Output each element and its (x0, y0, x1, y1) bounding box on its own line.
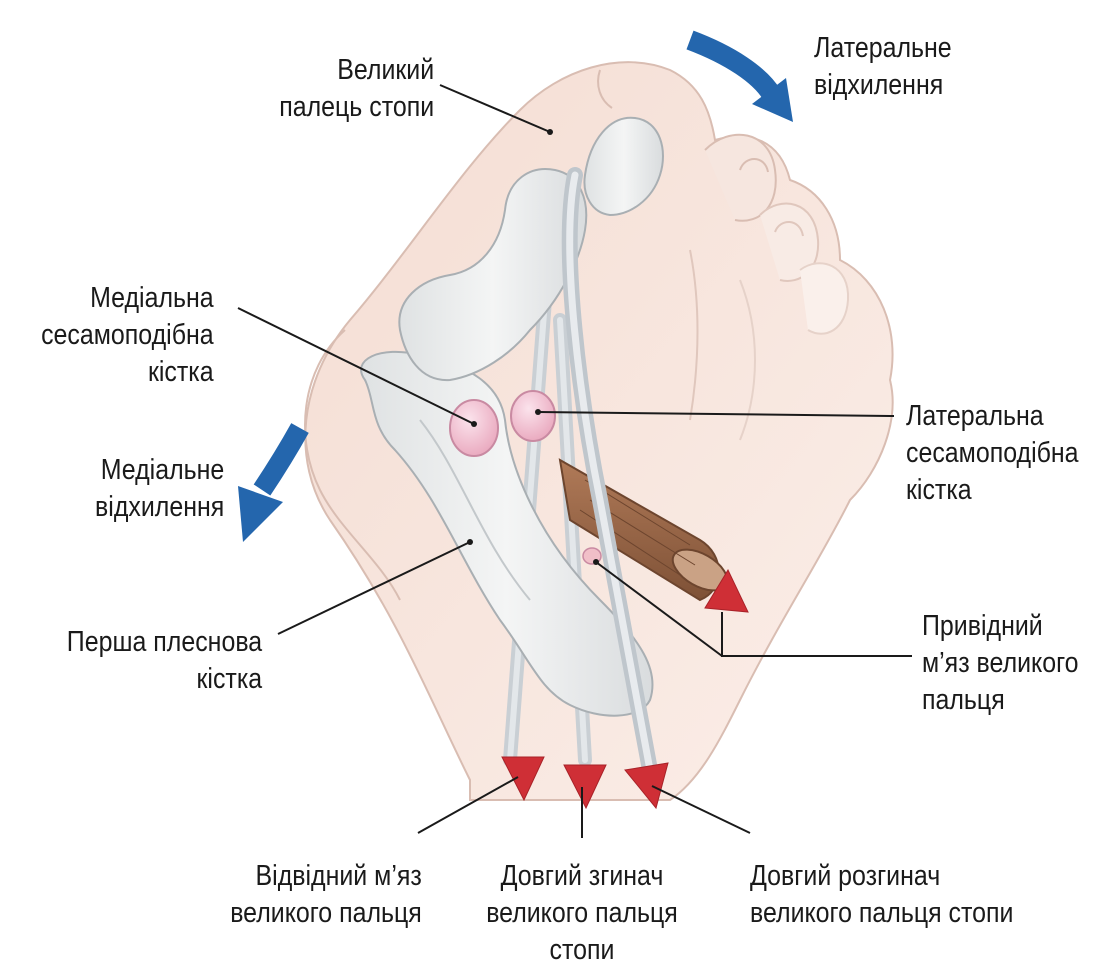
label-lateral-sesamoid-line1: Латеральна (906, 400, 1044, 432)
label-abductor-hallucis-line1: Відвідний м’яз (255, 860, 422, 892)
force-arrows (501, 568, 749, 810)
label-big-toe-line2: палець стопи (279, 91, 434, 123)
label-medial-deviation-line2: відхилення (94, 491, 224, 523)
proximal-phalanx-bone (398, 168, 588, 382)
foot-skin (304, 61, 894, 801)
label-abductor-hallucis: Відвідний м’яз великого пальця (230, 858, 422, 932)
label-big-toe: Великий палець стопи (279, 52, 434, 126)
extensor-tendon (561, 167, 658, 778)
leader-abductor (417, 776, 519, 834)
label-flexor-hallucis-longus: Довгий згинач великого пальця стопи (470, 858, 694, 960)
label-first-metatarsal: Перша плеснова кістка (67, 624, 262, 698)
label-medial-deviation: Медіальне відхилення (95, 452, 224, 526)
first-metatarsal-bone (360, 350, 654, 717)
label-medial-sesamoid-line1: Медіальна (90, 282, 214, 314)
label-first-metatarsal-line1: Перша плеснова (66, 626, 262, 658)
label-extensor-line1: Довгий розгинач (750, 860, 941, 892)
label-big-toe-line1: Великий (337, 54, 434, 86)
leader-lines (237, 84, 912, 838)
label-first-metatarsal-line2: кістка (196, 663, 262, 695)
label-flexor-line2: великого пальця (486, 897, 678, 929)
label-adductor-hallucis-line1: Привідний (922, 610, 1043, 642)
medial-deviation-arrow (238, 423, 309, 542)
lateral-deviation-arrow (686, 30, 793, 122)
label-extensor-line2: великого пальця стопи (750, 897, 1014, 929)
label-lateral-sesamoid-line3: кістка (906, 474, 972, 506)
leader-first-metatarsal (277, 541, 471, 635)
label-adductor-hallucis: Привідний м’яз великого пальця (922, 608, 1079, 719)
medial-sesamoid-bone (449, 399, 499, 457)
label-medial-deviation-line1: Медіальне (100, 454, 224, 486)
label-lateral-sesamoid-line2: сесамоподібна (906, 437, 1079, 469)
leader-medial-sesamoid (237, 307, 475, 425)
label-lateral-deviation: Латеральне відхилення (814, 30, 952, 104)
label-medial-sesamoid: Медіальна сесамоподібна кістка (41, 280, 214, 391)
distal-phalanx-bone (583, 116, 664, 217)
label-medial-sesamoid-line2: сесамоподібна (41, 319, 214, 351)
lateral-sesamoid-bone (510, 390, 556, 442)
label-lateral-deviation-line2: відхилення (814, 69, 944, 101)
leader-adductor (595, 561, 723, 657)
label-flexor-line1: Довгий згинач (500, 860, 664, 892)
label-extensor-hallucis-longus: Довгий розгинач великого пальця стопи (750, 858, 1013, 932)
label-adductor-hallucis-line3: пальця (922, 684, 1005, 716)
leader-lateral-sesamoid (537, 411, 895, 417)
label-lateral-sesamoid: Латеральна сесамоподібна кістка (906, 398, 1079, 509)
label-lateral-deviation-line1: Латеральне (814, 32, 952, 64)
label-medial-sesamoid-line3: кістка (148, 356, 214, 388)
label-abductor-hallucis-line2: великого пальця (230, 897, 422, 929)
label-adductor-hallucis-line2: м’яз великого (922, 647, 1079, 679)
leader-big-toe (439, 84, 551, 133)
label-flexor-line3: стопи (549, 934, 615, 960)
leader-extensor (651, 785, 751, 834)
